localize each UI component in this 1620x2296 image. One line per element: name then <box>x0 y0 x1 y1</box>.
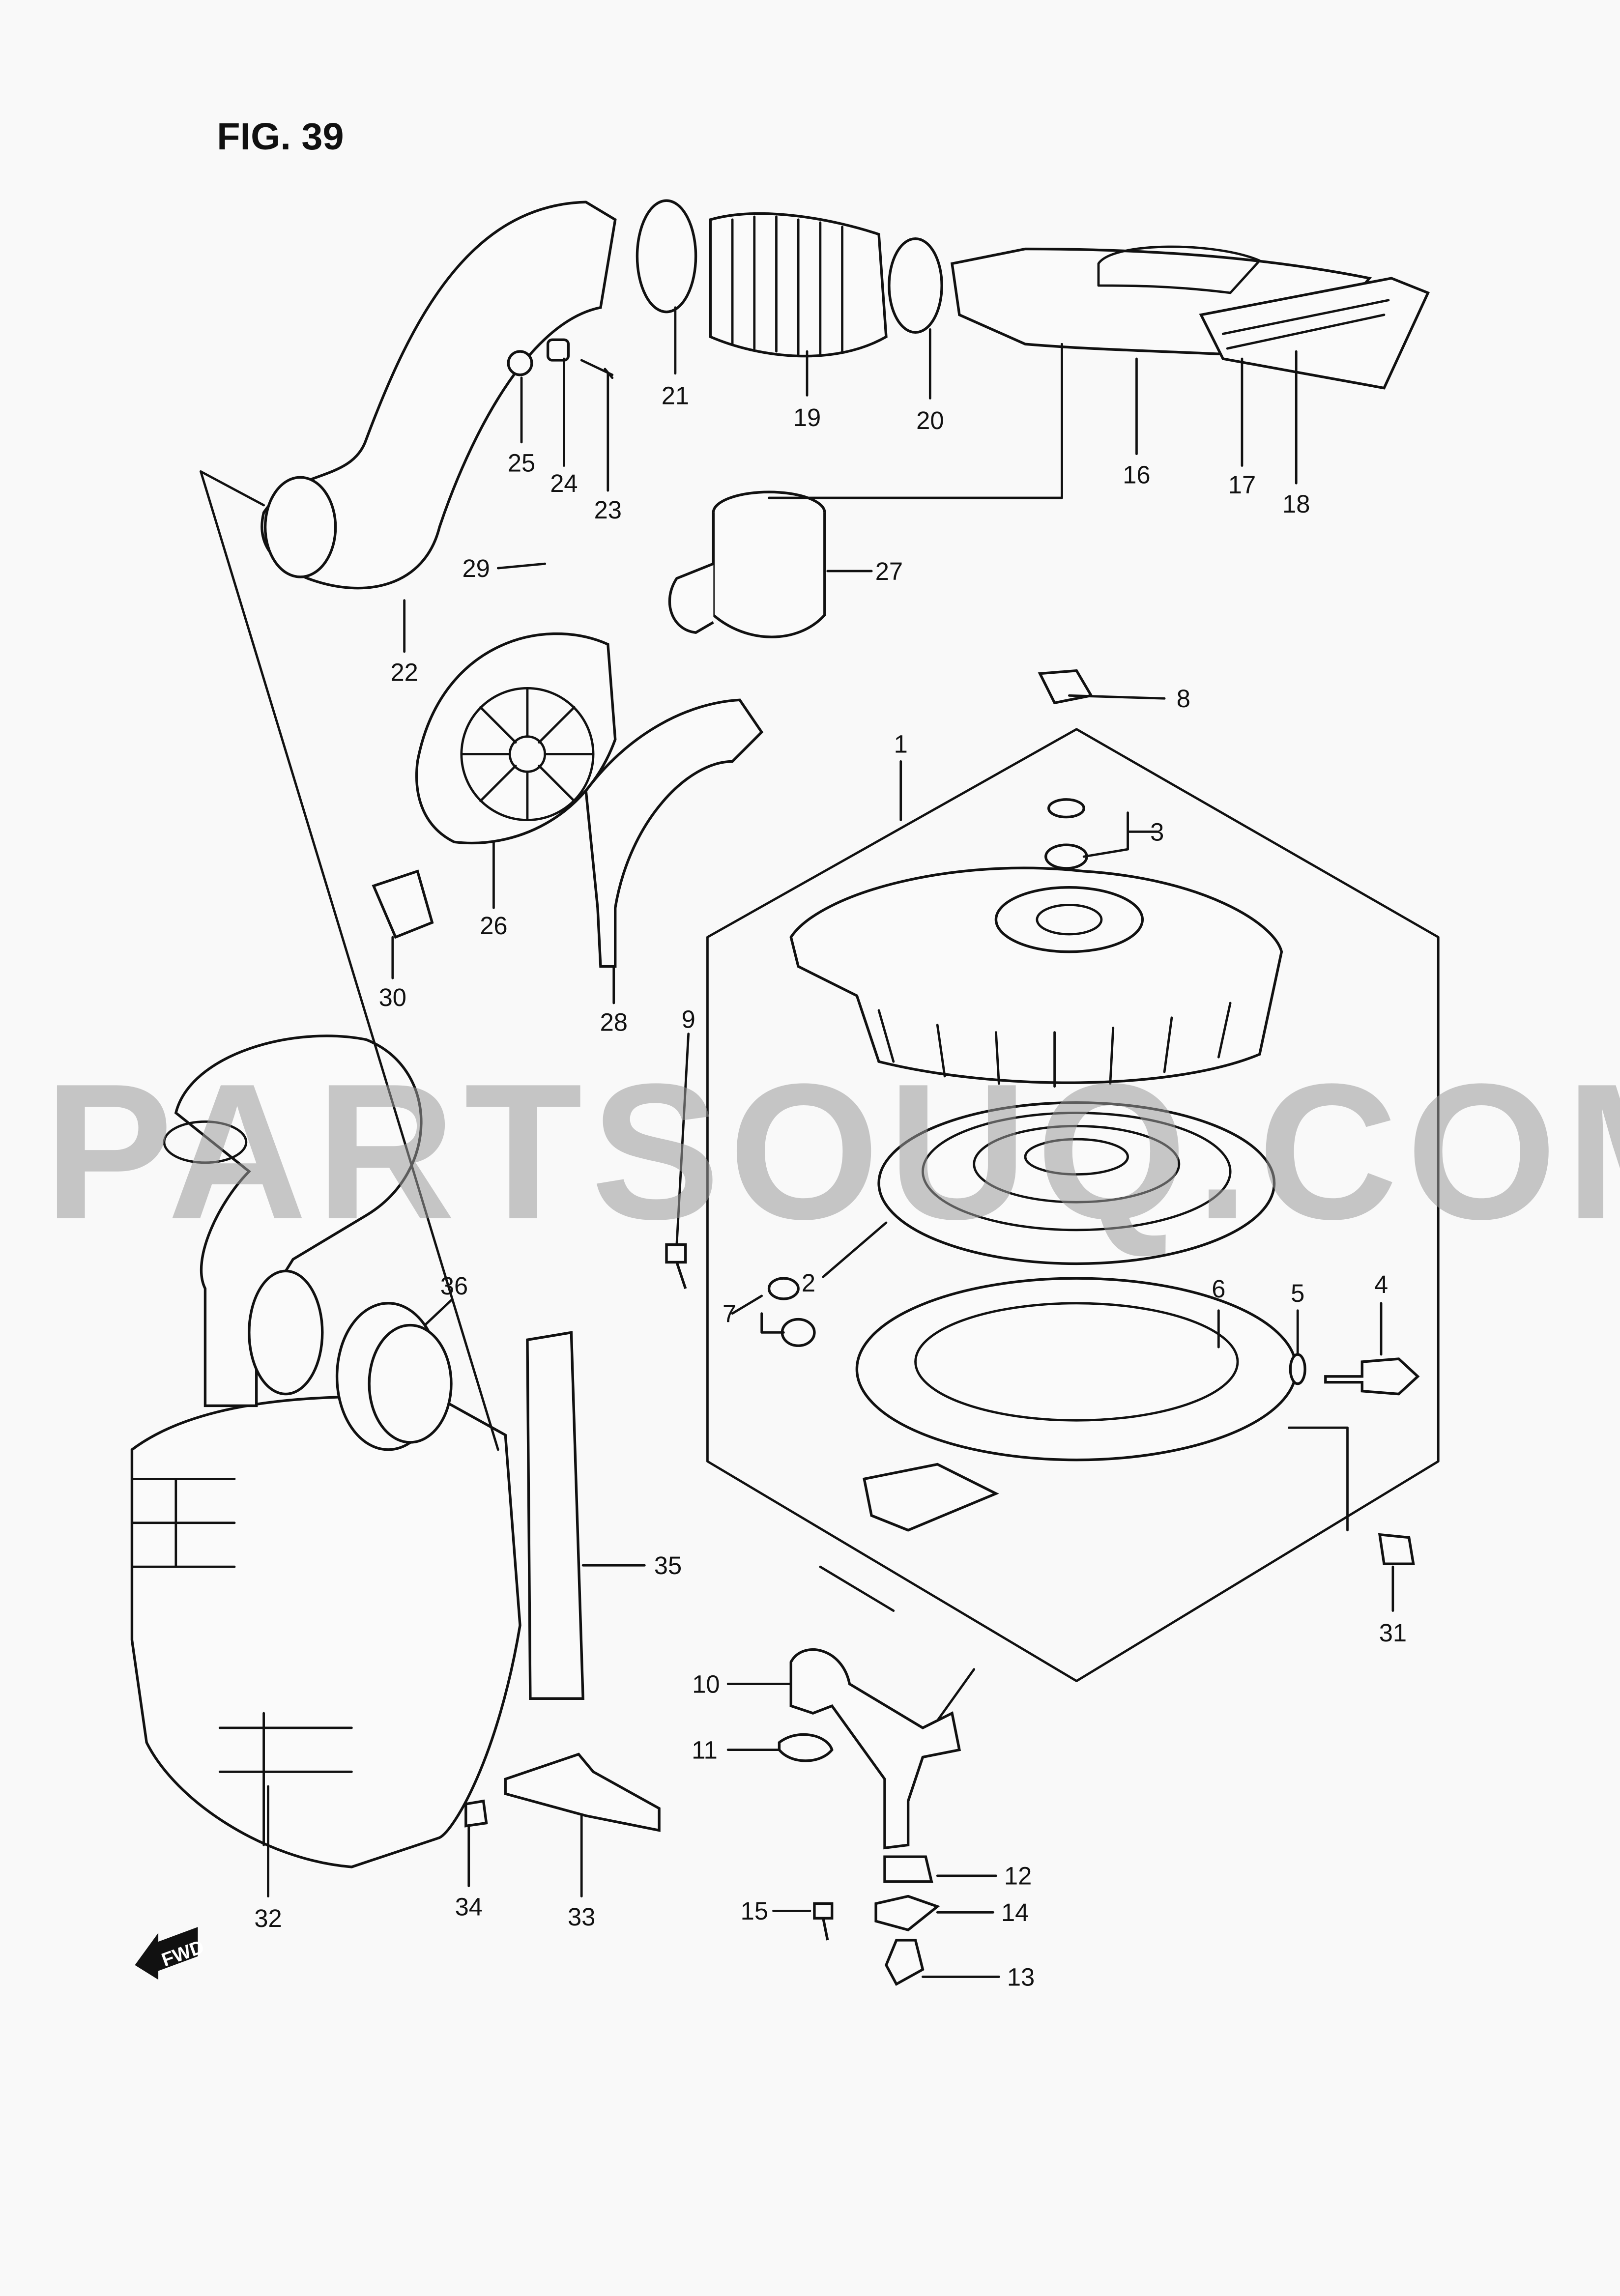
resonator-32 <box>130 1034 521 1868</box>
fan-cover-26 <box>415 632 617 845</box>
part-label-26: 26 <box>480 912 507 940</box>
part-label-36: 36 <box>440 1272 468 1300</box>
gasket-5 <box>1289 1353 1306 1385</box>
bolt-9 <box>665 1243 687 1289</box>
screw-15 <box>813 1902 834 1941</box>
clamp-12 <box>883 1855 933 1883</box>
bracket-14 <box>874 1894 940 1932</box>
part-label-18: 18 <box>1282 490 1310 518</box>
valve-13 <box>884 1939 925 1986</box>
part-label-23: 23 <box>594 496 622 524</box>
grommet-3b <box>1044 843 1088 870</box>
part-labels: 1 2 3 4 5 6 7 8 9 10 11 12 13 14 15 16 1… <box>254 381 1407 1991</box>
air-cleaner-cap <box>789 866 1283 1088</box>
part-label-21: 21 <box>662 381 689 409</box>
part-label-32: 32 <box>254 1904 282 1932</box>
bracket-28 <box>584 698 764 968</box>
part-label-10: 10 <box>692 1670 720 1698</box>
part-label-27: 27 <box>875 557 903 585</box>
part-label-31: 31 <box>1379 1619 1407 1647</box>
sensor-4 <box>1324 1357 1420 1396</box>
air-cleaner-case <box>855 1277 1298 1532</box>
part-label-28: 28 <box>600 1008 628 1036</box>
part-label-11: 11 <box>692 1736 718 1764</box>
part-label-19: 19 <box>793 403 821 431</box>
part-label-1: 1 <box>894 730 908 758</box>
part-label-20: 20 <box>916 406 944 434</box>
clip-30 <box>372 869 434 939</box>
part-label-8: 8 <box>1177 685 1190 713</box>
part-label-33: 33 <box>568 1903 595 1931</box>
part-label-15: 15 <box>741 1897 768 1925</box>
part-label-25: 25 <box>508 449 535 477</box>
part-label-24: 24 <box>550 469 578 497</box>
part-label-13: 13 <box>1007 1963 1035 1991</box>
part-label-7: 7 <box>723 1300 736 1328</box>
part-label-3: 3 <box>1150 818 1164 846</box>
hose-clamps <box>507 338 614 379</box>
part-label-12: 12 <box>1004 1862 1032 1890</box>
part-label-30: 30 <box>379 983 406 1011</box>
hose-36 <box>248 1269 453 1451</box>
grommet-3a <box>1047 798 1085 819</box>
bolt-34 <box>464 1799 488 1828</box>
bracket-33 <box>504 1752 661 1832</box>
grommet-7a <box>767 1277 800 1300</box>
part-label-4: 4 <box>1374 1270 1388 1298</box>
part-label-16: 16 <box>1123 460 1150 488</box>
part-label-6: 6 <box>1212 1275 1225 1303</box>
part-label-34: 34 <box>455 1893 483 1921</box>
fwd-arrow-icon: FWD <box>135 1927 207 1980</box>
grommet-7b <box>781 1318 816 1347</box>
assembly-outline-1 <box>706 728 1440 1682</box>
intake-duct <box>260 199 1430 590</box>
part-label-22: 22 <box>390 659 418 687</box>
cap-31 <box>1378 1533 1415 1565</box>
part-label-5: 5 <box>1291 1279 1304 1307</box>
part-label-9: 9 <box>682 1005 695 1033</box>
clamp-8 <box>1038 669 1094 705</box>
part-label-2: 2 <box>802 1269 815 1297</box>
figure-title: FIG. 39 <box>217 115 344 158</box>
leader-lines <box>200 306 1394 1978</box>
part-label-29: 29 <box>462 554 490 582</box>
clamp-11 <box>778 1733 834 1762</box>
part-label-14: 14 <box>1001 1898 1029 1926</box>
resonator-27 <box>668 490 826 638</box>
filter-element-2 <box>877 1101 1276 1265</box>
watermark: PARTSOUQ.COM <box>44 1044 1620 1260</box>
part-label-17: 17 <box>1228 471 1256 499</box>
hose-10 <box>789 1648 961 1850</box>
strap-35 <box>526 1331 584 1700</box>
part-label-35: 35 <box>654 1551 682 1579</box>
